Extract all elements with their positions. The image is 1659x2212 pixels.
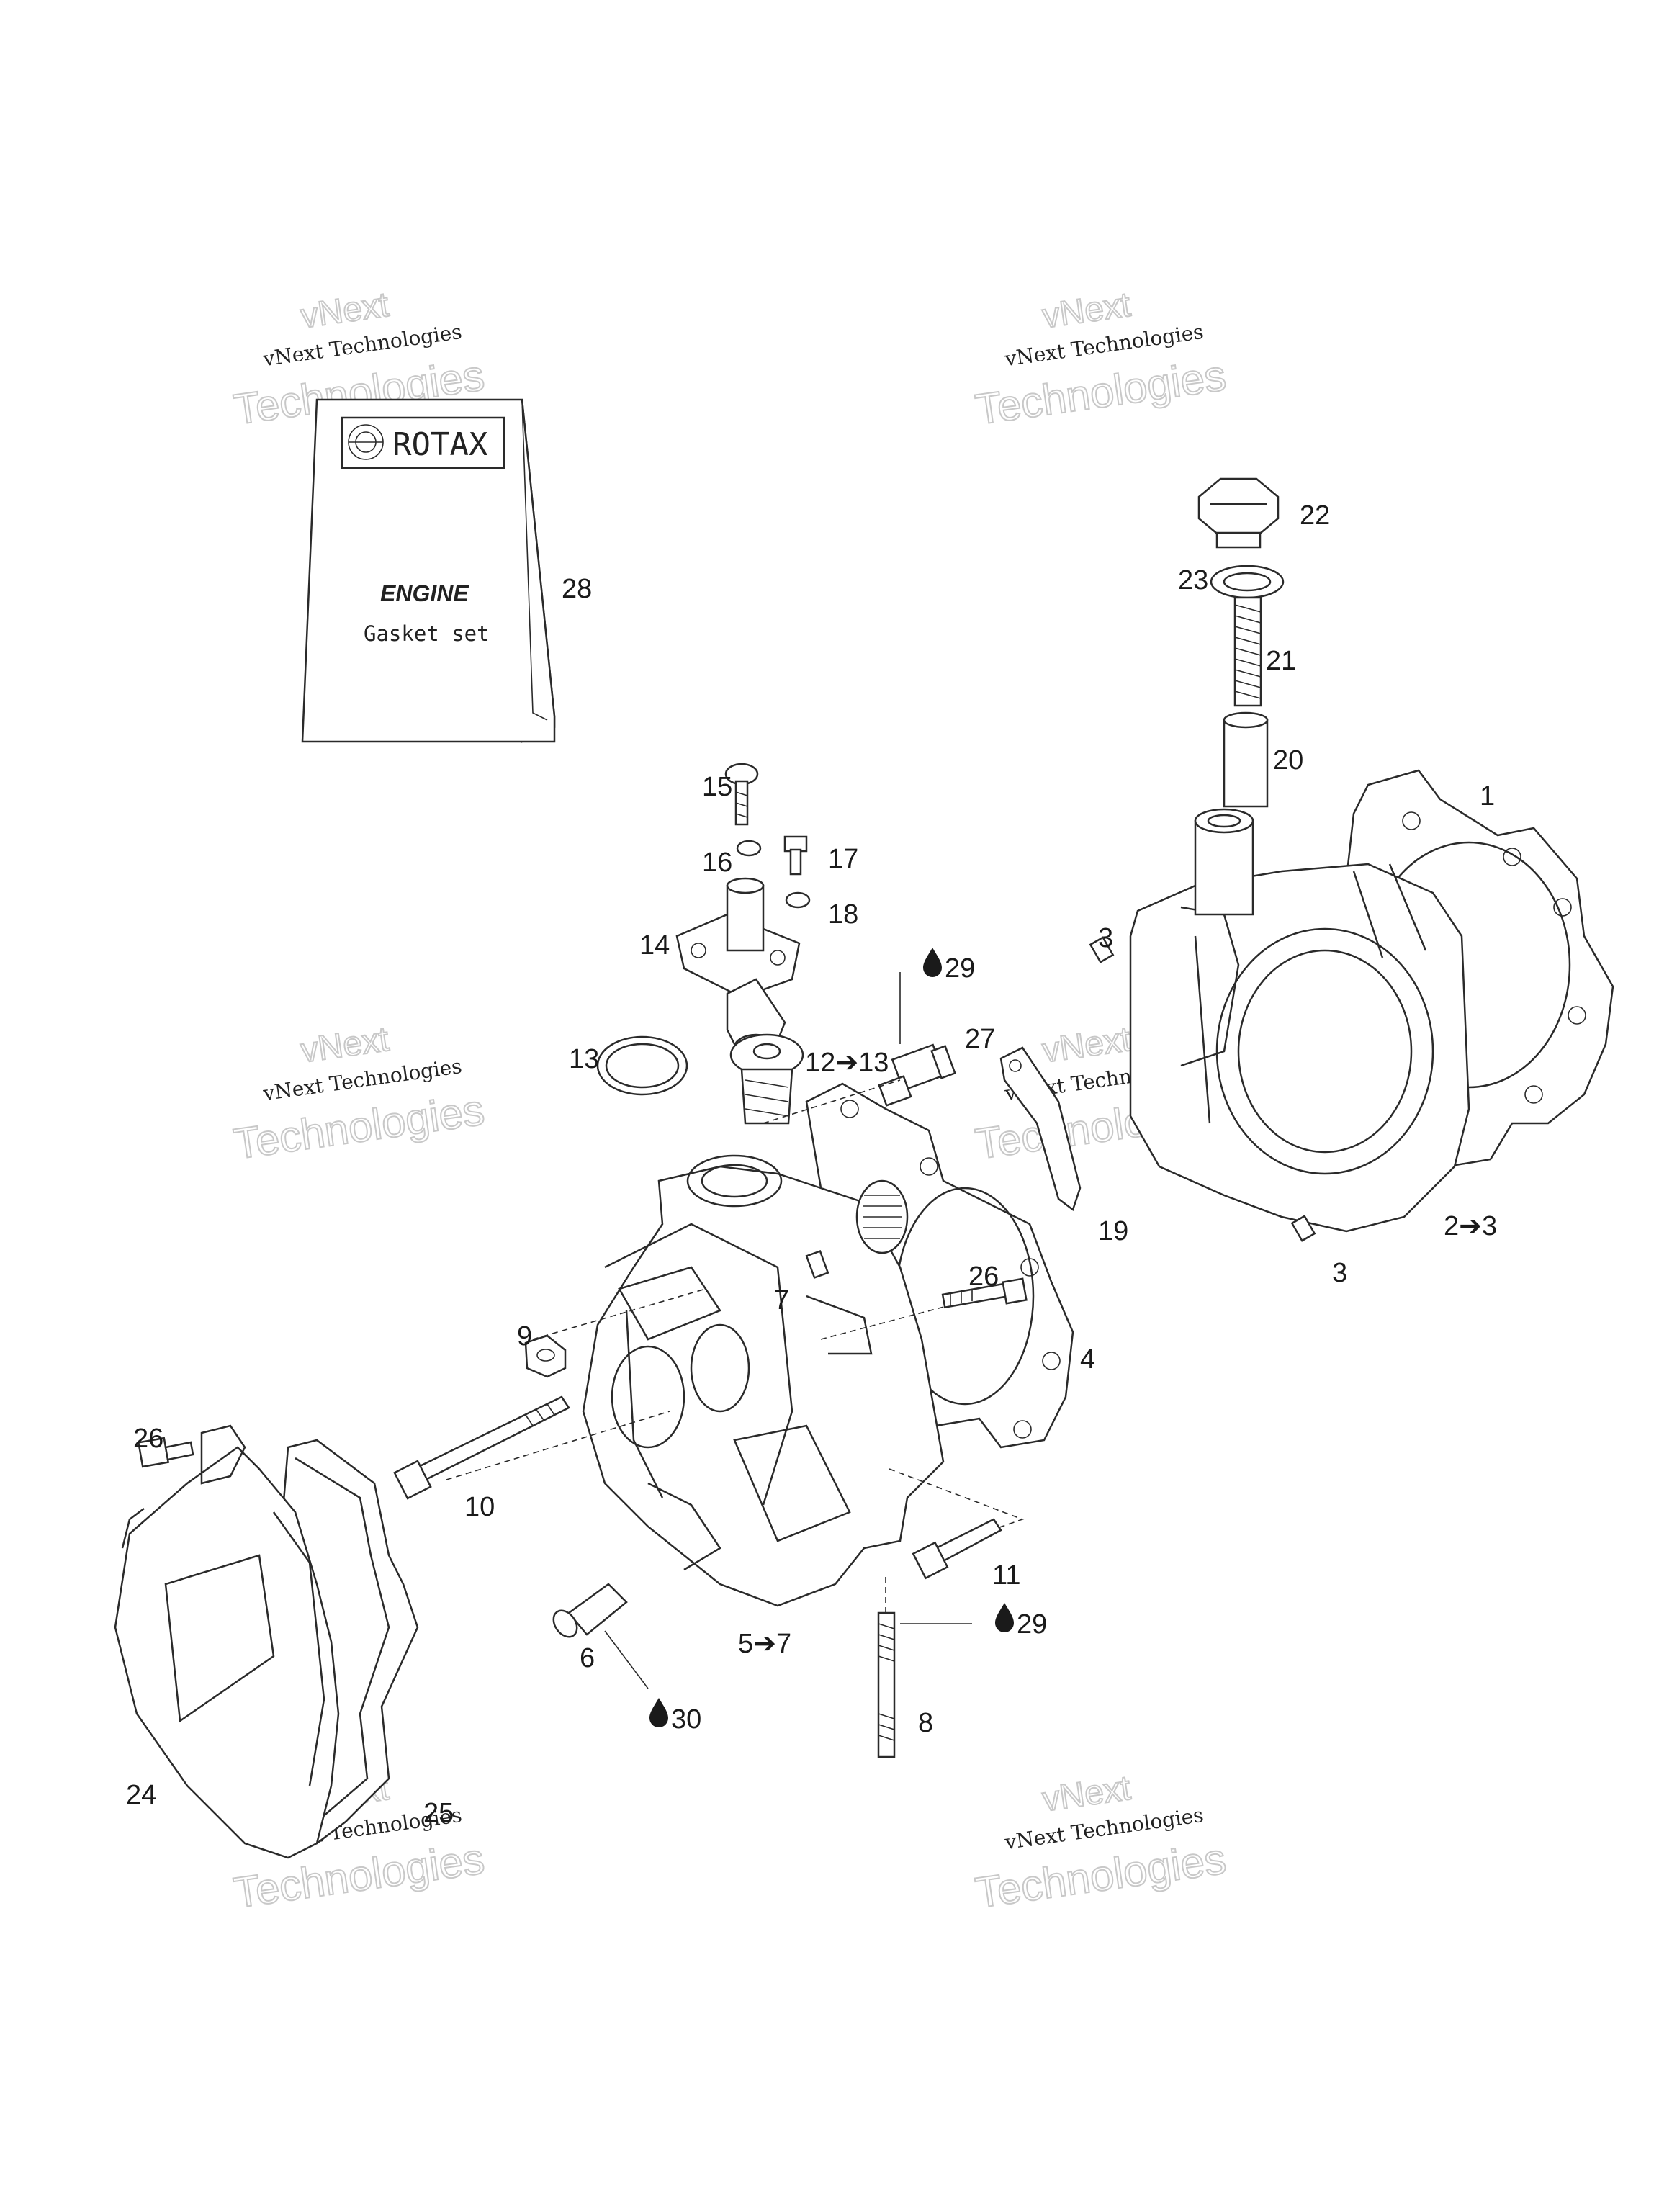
callout-29-upper: 29 [945,953,975,984]
tension-spring [1233,596,1262,707]
chain-guide [999,1046,1082,1212]
callout-4: 4 [1080,1344,1095,1375]
booklet-title: ENGINE [380,580,469,606]
callout-25: 25 [423,1798,454,1828]
callout-29-lower-group: 29 [995,1603,1047,1640]
cylinder-head-gasket [805,1082,1074,1449]
callout-1: 1 [1480,781,1495,811]
bolt-26-left [137,1437,194,1468]
watermark-top-right: vNext vNext Technologies Technologies [971,285,1229,435]
gasket-set-booklet: ROTAX ENGINE Gasket set [301,398,556,743]
guide-sleeve [1223,711,1269,808]
thermostat [729,1033,804,1125]
callout-14: 14 [639,930,670,961]
watermark-brand: vNext [298,286,391,336]
bolt-11 [912,1518,1002,1580]
callout-21: 21 [1266,646,1296,676]
callout-29-upper-group: 29 [923,948,975,984]
callout-18: 18 [828,899,858,930]
callout-27: 27 [965,1024,995,1054]
booklet-subtitle: Gasket set [364,621,490,646]
screw-17 [783,835,808,876]
valve-cover [114,1424,340,1859]
washer-18 [785,891,811,909]
callout-13: 13 [569,1044,599,1074]
callout-3-upper: 3 [1098,923,1113,953]
watermark-brand: vNext [1040,286,1133,336]
callout-20: 20 [1273,745,1303,775]
callout-22: 22 [1300,500,1330,531]
callout-10: 10 [464,1492,495,1522]
callout-12-to-13: 12➔13 [805,1048,889,1078]
callout-19: 19 [1098,1216,1128,1246]
callout-23: 23 [1178,565,1208,595]
temperature-sensor [878,1043,956,1107]
callout-9: 9 [517,1321,532,1352]
oil-cap-plug [1197,477,1280,549]
callout-17: 17 [828,844,858,874]
oil-drop-icon [923,948,942,977]
hex-nut-9 [524,1334,567,1378]
thermostat-housing [675,877,801,1062]
callout-26-left: 26 [133,1424,163,1454]
o-ring-13 [596,1035,688,1096]
stud-plug-7 [805,1249,830,1280]
callout-24: 24 [126,1780,156,1810]
callout-3-lower: 3 [1332,1258,1347,1288]
callout-30: 30 [671,1704,701,1735]
cylinder-head [582,1154,945,1607]
oil-drop-icon [649,1698,668,1727]
watermark-brand: vNext [1040,1020,1133,1071]
callout-26-right: 26 [968,1262,999,1292]
watermark-brand: vNext [1040,1769,1133,1820]
callout-8: 8 [918,1708,933,1738]
dowel-pin-upper [1089,936,1115,963]
stud-8 [877,1611,896,1758]
watermark-bottom-right: vNext vNext Technologies Technologies [971,1768,1229,1918]
callout-2-to-3: 2➔3 [1444,1211,1497,1241]
booklet-brand: ROTAX [392,426,488,463]
callout-7: 7 [774,1285,789,1316]
oil-drop-icon [995,1603,1014,1632]
callout-28: 28 [562,574,592,604]
cylinder [1129,808,1470,1233]
callout-5-to-7: 5➔7 [738,1629,791,1659]
screw-15 [724,763,759,826]
watermark-mid-left: vNext vNext Technologies Technologies [230,1020,487,1169]
callout-29-lower: 29 [1017,1609,1047,1640]
bolt-26-right [941,1277,1028,1309]
rotax-logo-icon [348,424,384,460]
callout-30-group: 30 [649,1698,701,1735]
long-bolt-10 [393,1395,570,1500]
callout-16: 16 [702,848,732,878]
washer-16 [736,840,762,857]
watermark-brand: vNext [298,1020,391,1071]
callout-11: 11 [992,1560,1020,1591]
callout-6: 6 [580,1643,595,1673]
dowel-pin-lower [1290,1215,1316,1242]
plug-6 [552,1583,628,1638]
callout-15: 15 [702,772,732,802]
